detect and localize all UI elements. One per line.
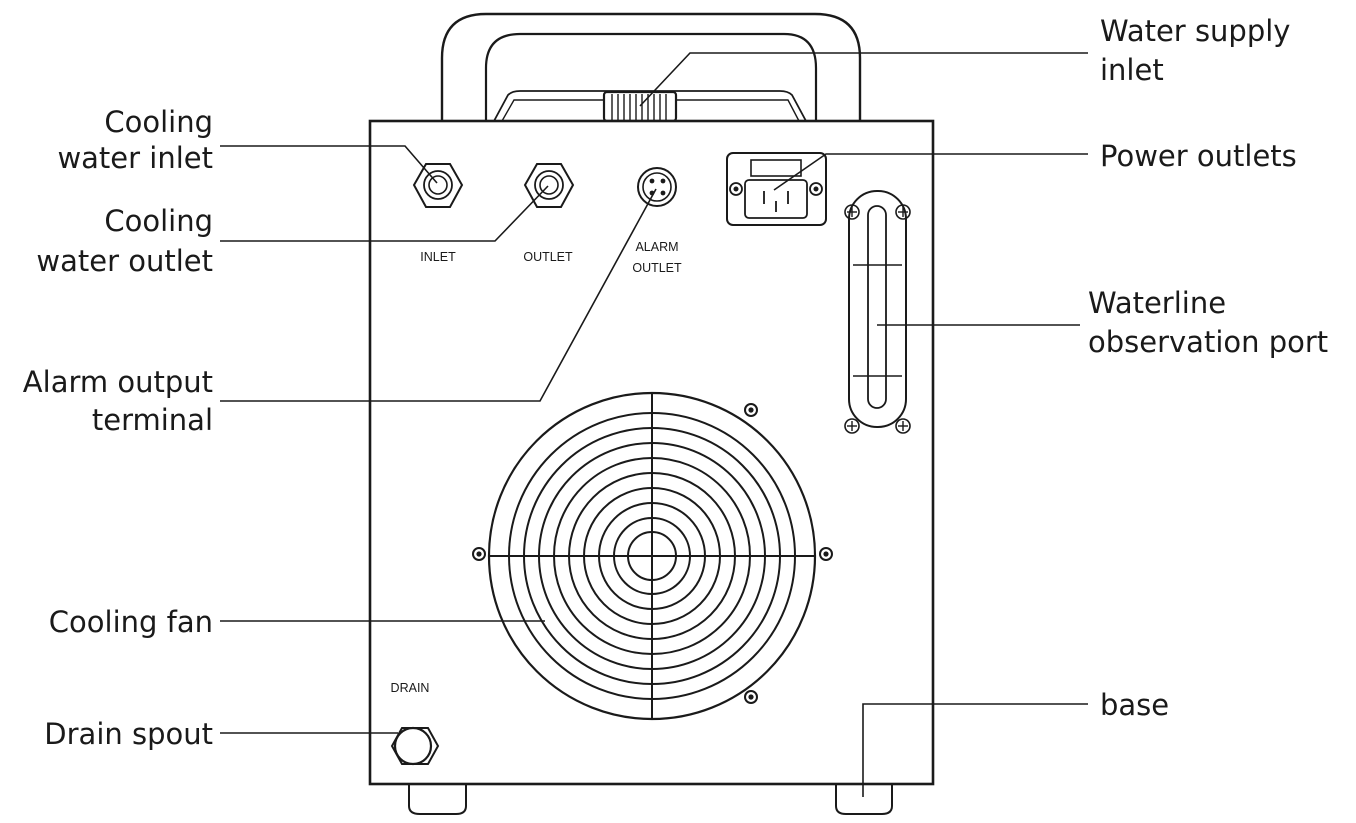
panel-label-alarm: ALARM <box>635 240 678 254</box>
callout-waterline-observation-port-line1: Waterline <box>1088 286 1226 320</box>
callout-alarm-output-terminal-line2: terminal <box>92 403 213 437</box>
callout-cooling-water-outlet-line1: Cooling <box>104 204 213 238</box>
cooling-water-inlet-fitting <box>412 163 464 208</box>
alarm-outlet-connector <box>637 167 677 207</box>
leader-water-supply-inlet <box>639 52 1088 107</box>
callout-drain-spout: Drain spout <box>44 717 213 751</box>
leader-cooling-water-outlet <box>220 185 549 242</box>
callout-cooling-water-inlet-line1: Cooling <box>104 105 213 139</box>
callout-alarm-output-terminal-line1: Alarm output <box>23 365 213 399</box>
leader-alarm-output-terminal <box>220 188 657 402</box>
callout-water-supply-inlet-line2: inlet <box>1100 53 1164 87</box>
callout-water-supply-inlet-line1: Water supply <box>1100 14 1290 48</box>
cooling-fan-guard <box>472 391 833 721</box>
panel-label-outlet: OUTLET <box>523 250 573 264</box>
callout-cooling-water-inlet-line2: water inlet <box>57 141 213 175</box>
leader-base <box>862 703 1088 797</box>
callout-waterline-observation-port-line2: observation port <box>1088 325 1328 359</box>
panel-label-inlet: INLET <box>420 250 456 264</box>
callout-base: base <box>1100 688 1169 722</box>
callout-cooling-fan: Cooling fan <box>49 605 213 639</box>
leader-power-outlets <box>773 153 1088 191</box>
callout-cooling-water-outlet-line2: water outlet <box>36 244 213 278</box>
water-supply-inlet-cap <box>602 90 678 123</box>
callout-power-outlets: Power outlets <box>1100 139 1297 173</box>
base-feet <box>408 784 893 815</box>
cooling-water-outlet-fitting <box>523 163 575 208</box>
panel-label-drain: DRAIN <box>391 681 430 695</box>
leader-cooling-water-inlet <box>220 145 438 184</box>
panel-label-alarm-outlet: OUTLET <box>632 261 682 275</box>
drain-spout <box>390 726 440 766</box>
waterline-observation-port <box>844 190 911 434</box>
